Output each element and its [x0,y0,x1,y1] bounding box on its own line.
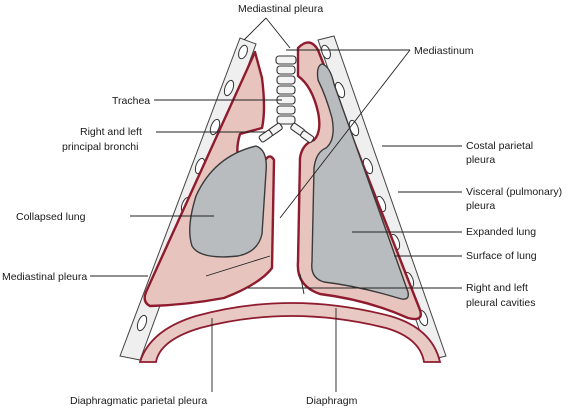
label-principal-bronchi: Right and left [80,126,142,138]
collapsed-lung [189,145,267,258]
trachea [275,55,297,125]
label-costal-parietal-pleura: Costal parietal [466,140,533,152]
principal-bronchi [258,122,315,144]
label-mediastinal-pleura-left: Mediastinal pleura [2,271,87,283]
label-visceral-pleura: pleura [466,200,495,212]
label-diaphragmatic-parietal-pleura: Diaphragmatic parietal pleura [70,395,207,407]
label-surface-of-lung: Surface of lung [466,250,537,262]
label-visceral-pleura: Visceral (pulmonary) [466,186,562,198]
label-expanded-lung: Expanded lung [466,226,536,238]
label-pleural-cavities: pleural cavities [466,297,535,309]
label-pleural-cavities: Right and left [466,282,528,294]
label-principal-bronchi: principal bronchi [62,141,138,153]
label-collapsed-lung: Collapsed lung [16,211,86,223]
label-trachea: Trachea [112,95,150,107]
label-mediastinum: Mediastinum [414,45,474,57]
label-costal-parietal-pleura: pleura [466,154,495,166]
label-diaphragm: Diaphragm [306,395,358,407]
expanded-lung [311,63,409,300]
leader-lines [90,17,462,392]
label-mediastinal-pleura-top: Mediastinal pleura [238,3,323,15]
diaphragm [138,302,442,363]
